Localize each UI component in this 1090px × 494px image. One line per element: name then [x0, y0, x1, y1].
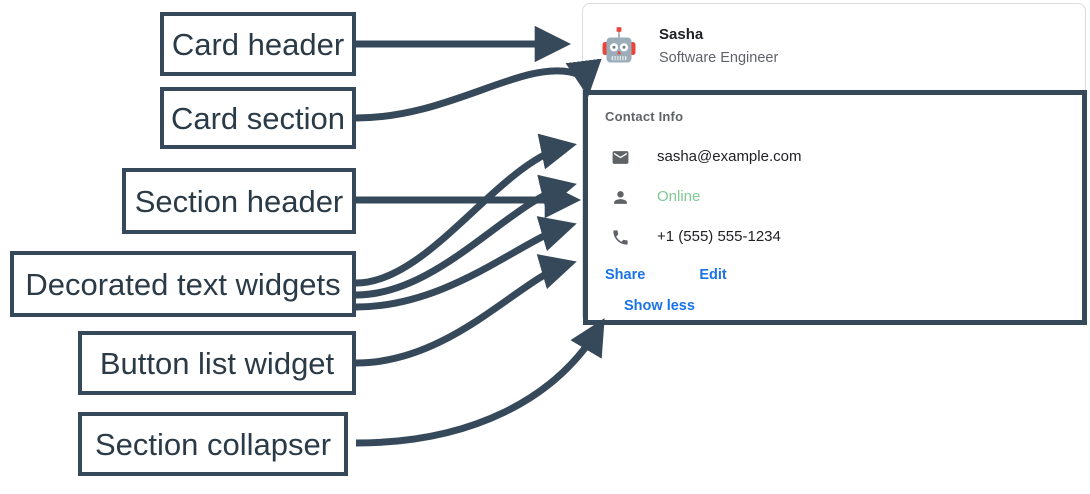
- card-header: Sasha Software Engineer: [583, 4, 1085, 90]
- edit-button[interactable]: Edit: [699, 267, 727, 283]
- annotation-label-card-header: Card header: [160, 12, 356, 76]
- decorated-text-widget-status-text: Online: [657, 188, 701, 205]
- card-header-title: Sasha: [659, 26, 704, 43]
- robot-avatar-icon: [602, 27, 636, 63]
- arrow-decorated-text-3: [355, 216, 577, 311]
- annotation-label-text: Section header: [134, 183, 344, 219]
- show-less-button[interactable]: Show less: [624, 298, 695, 314]
- annotation-label-button-list-widget: Button list widget: [78, 331, 356, 395]
- decorated-text-widget-phone-text: +1 (555) 555-1234: [657, 228, 781, 245]
- arrow-card-section: [355, 58, 602, 122]
- annotation-label-section-collapser: Section collapser: [78, 412, 348, 476]
- arrow-decorated-text-1: [355, 133, 577, 287]
- section-header: Contact Info: [605, 109, 684, 124]
- card-section: Contact Info sasha@example.com: [583, 90, 1087, 325]
- decorated-text-widget-status[interactable]: Online: [588, 177, 1082, 217]
- card-header-text: Sasha Software Engineer: [659, 25, 778, 69]
- profile-card: Sasha Software Engineer Contact Info sas…: [582, 3, 1087, 325]
- mail-icon: [610, 147, 630, 167]
- annotation-label-text: Card header: [171, 26, 345, 62]
- annotation-label-text: Card section: [170, 100, 346, 136]
- arrow-button-list: [355, 254, 577, 367]
- annotation-label-text: Button list widget: [99, 345, 335, 381]
- card-section-inner: Contact Info sasha@example.com: [588, 95, 1082, 320]
- arrow-section-collapser: [355, 318, 605, 447]
- person-icon: [610, 187, 630, 207]
- phone-icon: [610, 227, 630, 247]
- annotation-label-text: Decorated text widgets: [25, 266, 341, 302]
- decorated-text-widget-email-text: sasha@example.com: [657, 148, 802, 165]
- decorated-text-widget-email[interactable]: sasha@example.com: [588, 137, 1082, 177]
- annotation-label-section-header: Section header: [122, 168, 356, 234]
- card-header-subtitle: Software Engineer: [659, 50, 779, 66]
- annotation-label-text: Section collapser: [94, 426, 332, 462]
- annotation-label-card-section: Card section: [160, 87, 356, 149]
- annotation-label-decorated-text-widgets: Decorated text widgets: [10, 251, 356, 317]
- button-list-widget: Share Edit: [588, 259, 1082, 291]
- decorated-text-widget-phone[interactable]: +1 (555) 555-1234: [588, 217, 1082, 257]
- section-collapser: Show less: [588, 291, 1082, 321]
- arrow-decorated-text-2: [355, 174, 577, 299]
- share-button[interactable]: Share: [605, 267, 646, 283]
